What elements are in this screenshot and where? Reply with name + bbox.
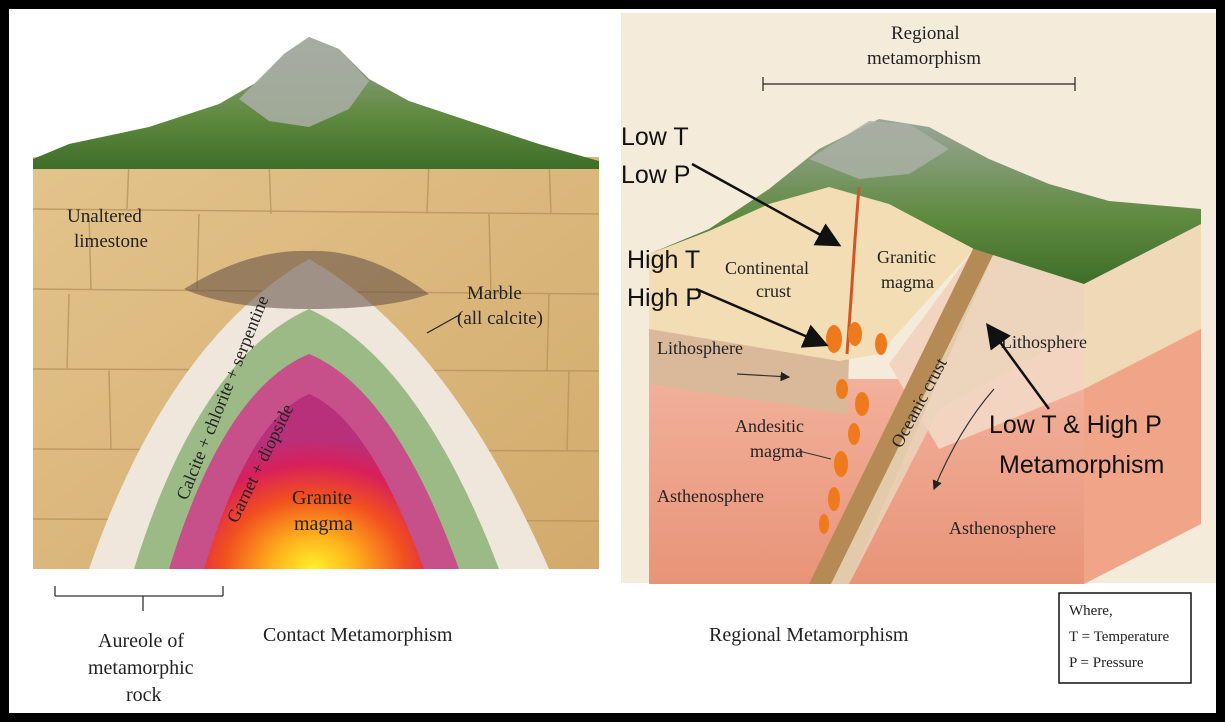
- label-granitic-line2: magma: [881, 272, 934, 292]
- metamorphism-diagram: Unaltered limestone Marble (all calcite)…: [9, 9, 1216, 713]
- label-aureole-line1: Aureole of: [98, 630, 184, 652]
- caption-contact: Contact Metamorphism: [263, 624, 453, 646]
- label-aureole-line2: metamorphic: [88, 657, 194, 679]
- caption-regional: Regional Metamorphism: [709, 624, 909, 646]
- aureole-bracket: [55, 586, 223, 611]
- label-unaltered-line1: Unaltered: [67, 206, 142, 227]
- label-granite-line1: Granite: [292, 487, 352, 509]
- legend-p: P = Pressure: [1069, 655, 1144, 671]
- label-regional-top-line2: metamorphism: [867, 48, 981, 69]
- label-low-t: Low T: [621, 123, 689, 151]
- legend-title: Where,: [1069, 603, 1113, 619]
- label-low-p: Low P: [621, 161, 690, 189]
- label-granitic-line1: Granitic: [877, 247, 936, 267]
- legend-box: Where, T = Temperature P = Pressure: [1059, 593, 1191, 683]
- label-unaltered-line2: limestone: [74, 231, 148, 252]
- label-aureole-line3: rock: [126, 684, 162, 706]
- label-low-t-high-p-line2: Metamorphism: [999, 451, 1164, 479]
- label-marble-line2: (all calcite): [457, 308, 543, 329]
- figure-frame: Unaltered limestone Marble (all calcite)…: [9, 9, 1216, 713]
- label-lithosphere-left: Lithosphere: [657, 338, 743, 358]
- legend-t: T = Temperature: [1069, 629, 1169, 645]
- label-andesitic-line2: magma: [750, 441, 803, 461]
- label-asthenosphere-right: Asthenosphere: [949, 518, 1056, 538]
- label-high-p: High P: [627, 284, 702, 312]
- label-asthenosphere-left: Asthenosphere: [657, 486, 764, 506]
- label-low-t-high-p-line1: Low T & High P: [989, 411, 1162, 439]
- label-continental-line2: crust: [756, 281, 791, 301]
- label-andesitic-line1: Andesitic: [735, 416, 804, 436]
- label-marble-line1: Marble: [467, 283, 522, 304]
- label-lithosphere-right: Lithosphere: [1001, 332, 1087, 352]
- label-continental-line1: Continental: [725, 258, 809, 278]
- label-high-t: High T: [627, 246, 700, 274]
- label-regional-top-line1: Regional: [891, 23, 960, 44]
- label-granite-line2: magma: [294, 513, 353, 535]
